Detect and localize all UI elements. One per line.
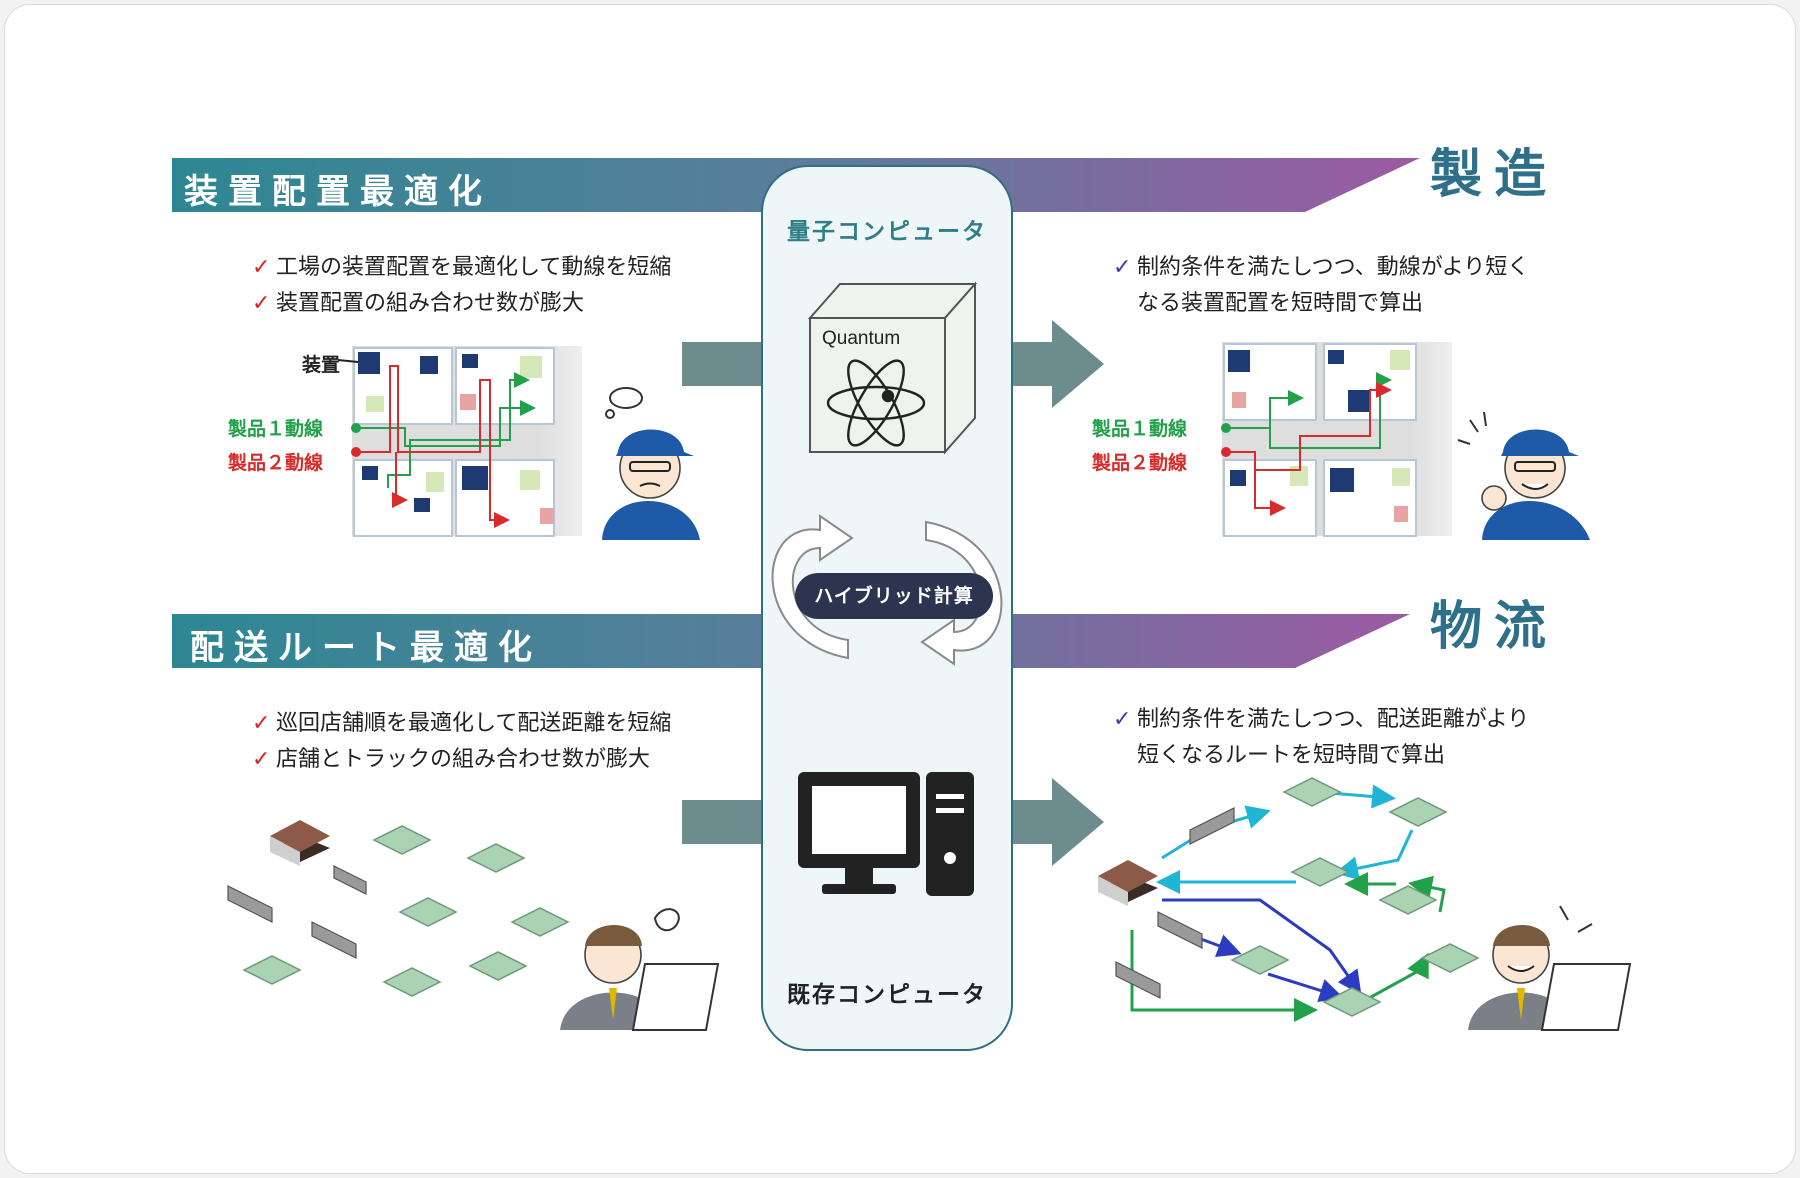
check-icon: ✓ [252, 747, 271, 772]
worker-icon-happy [1457, 411, 1590, 540]
manufacturing-band-title: 装置配置最適化 [184, 172, 492, 212]
logistics-band-title: 配送ルート最適化 [190, 628, 542, 668]
thought-bubble-icon [605, 387, 643, 419]
atom-icon [826, 359, 926, 447]
quantum-word: Quantum [822, 328, 901, 349]
warehouse-icon [1098, 860, 1158, 906]
check-icon: ✓ [252, 291, 271, 316]
manufacturing-after-list: ✓制約条件を満たしつつ、動線がより短く なる装置配置を短時間で算出 [1113, 250, 1529, 322]
equipment-label: 装置 [302, 354, 341, 376]
check-icon: ✓ [1113, 255, 1132, 280]
list-item: ✓工場の装置配置を最適化して動線を短縮 [252, 250, 671, 286]
check-icon: ✓ [1113, 707, 1132, 732]
quantum-computer-label: 量子コンピュータ [787, 219, 987, 245]
list-item-continuation: なる装置配置を短時間で算出 [1137, 291, 1424, 316]
product2-line-label-after: 製品２動線 [1092, 452, 1188, 474]
list-item-continuation: 短くなるルートを短時間で算出 [1137, 743, 1446, 768]
truck-icon [227, 865, 367, 959]
store-icon [1230, 777, 1480, 1017]
list-item: ✓制約条件を満たしつつ、動線がより短く [1113, 250, 1529, 286]
factory-layout-before [337, 340, 620, 540]
classical-computer-label: 既存コンピュータ [787, 982, 987, 1008]
list-item: ✓装置配置の組み合わせ数が膨大 [252, 286, 671, 322]
product2-line-label: 製品２動線 [228, 452, 324, 474]
worker-icon-worried [602, 387, 700, 540]
manufacturing-label: 製造 [1430, 145, 1559, 205]
factory-layout-after [1221, 336, 1490, 540]
check-icon: ✓ [252, 711, 271, 736]
flow-arrows [682, 320, 1104, 866]
logistics-label: 物流 [1430, 597, 1559, 657]
warehouse-icon [270, 820, 330, 866]
hybrid-computation-badge: ハイブリッド計算 [795, 573, 993, 619]
store-icon [242, 825, 570, 997]
check-icon: ✓ [252, 255, 271, 280]
logistics-before-list: ✓巡回店舗順を最適化して配送距離を短縮 ✓店舗とトラックの組み合わせ数が膨大 [252, 706, 671, 778]
product1-line-label-after: 製品１動線 [1092, 418, 1188, 440]
product1-line-label: 製品１動線 [228, 418, 324, 440]
logistics-after-list: ✓制約条件を満たしつつ、配送距離がより 短くなるルートを短時間で算出 [1113, 702, 1529, 774]
cycle-arrow-icon [771, 514, 1003, 666]
truck-icon [1115, 807, 1235, 999]
logistics-before-scene [227, 820, 570, 997]
list-item: ✓店舗とトラックの組み合わせ数が膨大 [252, 742, 671, 778]
office-worker-icon-worried [560, 908, 720, 1031]
list-item: ✓制約条件を満たしつつ、配送距離がより [1113, 702, 1529, 738]
list-item: ✓巡回店舗順を最適化して配送距離を短縮 [252, 706, 671, 742]
office-worker-icon-happy [1468, 905, 1632, 1031]
desktop-computer-icon [798, 772, 974, 896]
manufacturing-before-list: ✓工場の装置配置を最適化して動線を短縮 ✓装置配置の組み合わせ数が膨大 [252, 250, 671, 322]
logistics-after-scene [1098, 777, 1480, 1022]
quantum-cube-icon [807, 281, 978, 455]
